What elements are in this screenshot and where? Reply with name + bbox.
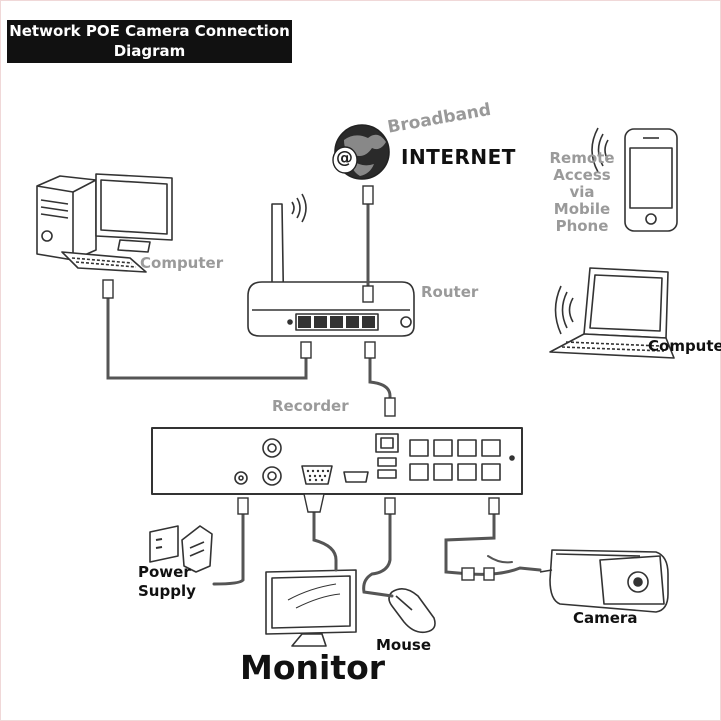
cable-vga	[312, 504, 338, 572]
computer-right-label: Compute	[648, 337, 721, 355]
laptop-icon	[549, 267, 675, 359]
computer-left-label: Computer	[140, 254, 224, 272]
mouse-icon	[388, 588, 436, 634]
diagram-title: Network POE Camera Connection Diagram	[7, 20, 292, 63]
cable-camera-pigtail	[468, 566, 542, 576]
at-symbol: @	[336, 148, 353, 168]
power-supply-label: Power Supply	[138, 563, 196, 601]
router-icon	[247, 193, 415, 337]
camera-label: Camera	[573, 609, 638, 627]
remote-line-3: via	[569, 183, 595, 201]
internet-label: INTERNET	[401, 145, 516, 169]
cable-poe-camera	[444, 508, 496, 576]
internet-globe-icon	[332, 124, 390, 180]
remote-line-4: Mobile	[553, 200, 611, 218]
router-label: Router	[421, 283, 479, 301]
cable-computer-router	[106, 290, 308, 380]
cables	[106, 196, 542, 598]
power-line-1: Power	[138, 563, 191, 581]
remote-line-1: Remote	[549, 149, 615, 167]
title-line-1: Network POE Camera Connection	[9, 22, 290, 40]
nvr-recorder-icon	[151, 427, 523, 495]
title-line-2: Diagram	[113, 42, 186, 60]
mouse-label: Mouse	[376, 636, 432, 654]
remote-access-label: Remote Access via Mobile Phone	[546, 150, 618, 235]
monitor-icon	[265, 569, 357, 647]
power-supply-icon	[149, 525, 213, 573]
rj45-connectors	[102, 185, 500, 581]
monitor-label: Monitor	[240, 648, 386, 687]
power-line-2: Supply	[138, 582, 196, 600]
bullet-camera-icon	[539, 549, 669, 613]
cable-power	[212, 504, 245, 586]
remote-line-5: Phone	[555, 217, 609, 235]
mobile-phone-icon	[591, 127, 678, 232]
remote-line-2: Access	[553, 166, 611, 184]
recorder-label: Recorder	[272, 397, 349, 415]
cable-router-recorder	[368, 350, 392, 412]
cable-usb-mouse	[362, 508, 394, 598]
desktop-computer-icon	[36, 173, 173, 273]
